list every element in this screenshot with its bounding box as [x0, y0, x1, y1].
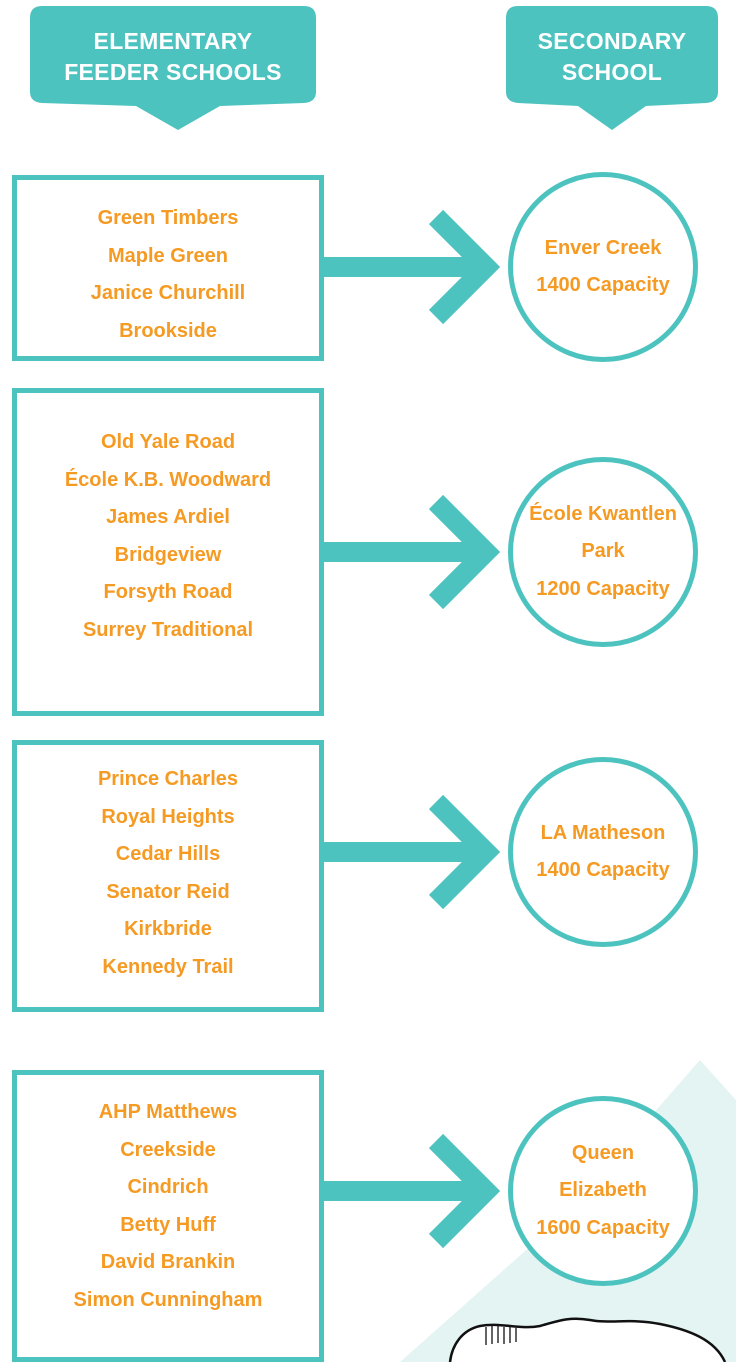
feeder-schools-box: Green Timbers Maple Green Janice Churchi… [12, 175, 324, 361]
feeder-school-name: Cindrich [127, 1176, 209, 1198]
elementary-header: ELEMENTARY FEEDER SCHOOLS [30, 6, 316, 131]
secondary-school-circle: LA Matheson 1400 Capacity [508, 757, 698, 947]
arrow-icon [324, 1133, 501, 1249]
feeder-schools-list: AHP Matthews Creekside Cindrich Betty Hu… [17, 1094, 319, 1319]
feeder-school-name: Forsyth Road [103, 581, 233, 603]
feeder-school-name: Brookside [119, 319, 217, 342]
arrow-icon [324, 494, 501, 610]
arrow-icon [324, 794, 501, 910]
elementary-header-line: ELEMENTARY [93, 28, 253, 54]
feeder-schools-list: Prince Charles Royal Heights Cedar Hills… [17, 761, 319, 986]
secondary-school-line: LA Matheson [540, 821, 666, 844]
secondary-school-line: Park [581, 540, 625, 563]
feeder-school-name: Kennedy Trail [102, 955, 234, 978]
feeder-school-name: Maple Green [107, 244, 229, 267]
secondary-school-line: 1200 Capacity [536, 577, 670, 600]
secondary-school-circle: Enver Creek 1400 Capacity [508, 172, 698, 362]
feeder-school-name: AHP Matthews [98, 1101, 238, 1123]
feeder-school-name: Janice Churchill [90, 282, 246, 304]
feeder-school-name: Simon Cunningham [73, 1288, 263, 1311]
secondary-school-line: Elizabeth [559, 1179, 647, 1202]
feeder-school-name: Creekside [120, 1138, 216, 1161]
secondary-school-line: 1400 Capacity [536, 274, 670, 296]
feeder-school-name: Royal Heights [101, 805, 235, 828]
secondary-school-label: Queen Elizabeth 1600 Capacity [536, 1135, 669, 1248]
arrow-icon [324, 209, 501, 325]
feeder-school-name: Green Timbers [97, 207, 239, 229]
secondary-school-label: Enver Creek 1400 Capacity [536, 230, 669, 305]
feeder-school-name: École K.B. Woodward [64, 468, 272, 491]
header-tab-shape [506, 6, 718, 130]
secondary-header: SECONDARY SCHOOL [506, 6, 718, 131]
feeder-schools-list: Green Timbers Maple Green Janice Churchi… [17, 200, 319, 350]
elementary-header-label: ELEMENTARY FEEDER SCHOOLS [64, 26, 282, 88]
feeder-schools-box: Prince Charles Royal Heights Cedar Hills… [12, 740, 324, 1012]
secondary-header-line: SECONDARY [537, 28, 687, 54]
feeder-school-name: Surrey Traditional [82, 618, 254, 641]
secondary-school-line: Enver Creek [544, 236, 662, 259]
feeder-school-name: Kirkbride [124, 918, 212, 940]
feeder-schools-box: AHP Matthews Creekside Cindrich Betty Hu… [12, 1070, 324, 1362]
secondary-school-line: École Kwantlen [529, 502, 677, 525]
feeder-school-name: Old Yale Road [100, 431, 236, 453]
feeder-school-name: Cedar Hills [115, 843, 221, 865]
secondary-school-label: LA Matheson 1400 Capacity [536, 815, 669, 890]
secondary-school-circle: Queen Elizabeth 1600 Capacity [508, 1096, 698, 1286]
secondary-school-circle: École Kwantlen Park 1200 Capacity [508, 457, 698, 647]
feeder-school-name: Prince Charles [97, 768, 239, 790]
feeder-school-name: Bridgeview [114, 543, 222, 566]
feeder-school-name: Betty Huff [120, 1213, 216, 1236]
header-tab-shape [30, 6, 316, 130]
secondary-school-line: 1400 Capacity [536, 859, 670, 881]
elementary-header-line: FEEDER SCHOOLS [64, 59, 282, 85]
secondary-header-label: SECONDARY SCHOOL [538, 26, 687, 88]
feeder-school-name: James Ardiel [106, 506, 230, 528]
feeder-school-name: Senator Reid [106, 880, 230, 903]
feeder-schools-box: Old Yale Road École K.B. Woodward James … [12, 388, 324, 716]
secondary-school-line: Queen [571, 1141, 635, 1164]
feeder-school-name: David Brankin [100, 1251, 236, 1273]
feeder-schools-list: Old Yale Road École K.B. Woodward James … [17, 424, 319, 649]
secondary-school-label: École Kwantlen Park 1200 Capacity [529, 496, 677, 609]
secondary-school-line: 1600 Capacity [536, 1216, 670, 1239]
secondary-header-line: SCHOOL [561, 59, 663, 85]
